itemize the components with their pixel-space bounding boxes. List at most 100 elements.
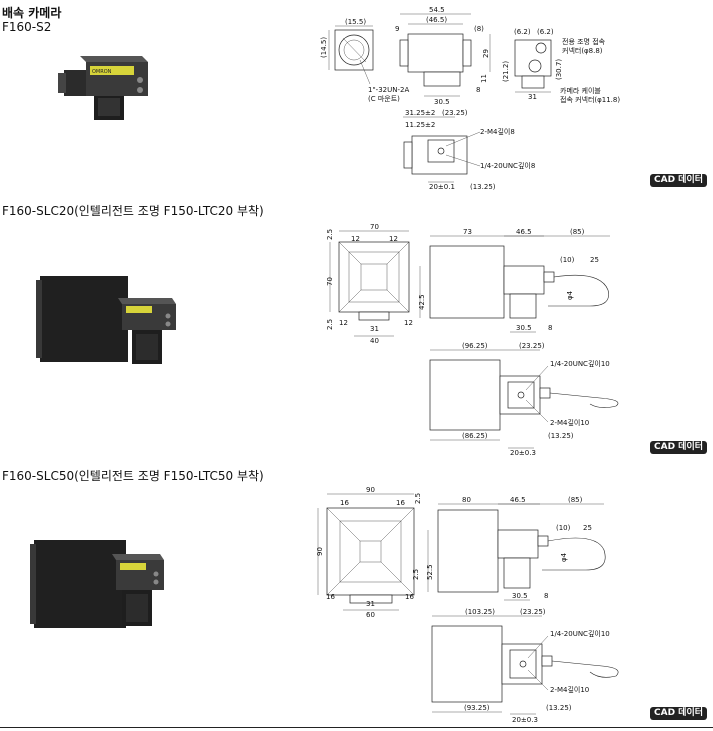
dim-text: 12 [351,235,360,243]
dim-text: 60 [366,611,375,619]
f160-slc20-front-view: 70 12 12 2.5 70 2.5 12 12 31 40 [326,223,413,345]
dim-text: (8) [474,25,484,33]
product-photo-f160-s2: OMRON [58,56,148,120]
dim-text: 54.5 [429,6,445,14]
dim-text: 16 [405,593,414,601]
dim-text: 90 [366,486,375,494]
dim-text: 30.5 [516,324,532,332]
dim-text: (23.25) [519,342,545,350]
f160-s2-front-view: (15.5) (14.5) 1"-32UN-2A (C 마운트) [320,18,409,103]
dim-text: φ4 [560,552,568,562]
dim-text: 2-M4깊이10 [550,418,589,427]
f160-s2-side-view: 54.5 (46.5) (8) 9 29 11 8 30.5 [395,6,491,106]
cad-data-button-f160-s2[interactable]: CAD 데이터 [650,174,708,187]
model-title-f160-s2: F160-S2 [2,20,52,34]
dim-text: (6.2) [537,28,554,36]
dim-text: 9 [395,25,399,33]
dim-text: (21.2) [502,61,510,82]
dim-text: 11.25±2 [405,121,435,129]
dim-text: 40 [370,337,379,345]
dim-text: (10) [556,524,571,532]
model-title-f160-slc50: F160-SLC50(인텔리전트 조명 F150-LTC50 부착) [2,469,264,483]
dim-text: (85) [570,228,585,236]
dim-text: 2.5 [326,319,334,330]
product-photo-f160-slc50 [30,540,164,628]
f160-slc50-bottom-view: (103.25) (23.25) 1/4-20UNC깊이10 2-M4깊이10 … [431,608,619,724]
dim-text: (14.5) [320,37,328,58]
dim-text: (23.25) [442,109,468,117]
dim-text: 2-M4깊이10 [550,685,589,694]
cad-data-button-f160-slc20[interactable]: CAD 데이터 [650,441,708,454]
dim-text: 12 [389,235,398,243]
f160-slc20-bottom-view: (96.25) (23.25) 1/4-20UNC깊이10 2-M4깊이10 (… [429,342,619,457]
dim-text: 커넥터(φ8.8) [562,46,603,55]
dim-text: 31 [528,93,537,101]
dim-text: 90 [316,547,324,556]
dim-text: 접속 커넥터(φ11.8) [560,95,620,104]
dim-text: 70 [326,277,334,286]
dim-text: 20±0.3 [512,716,538,724]
product-logo-text: OMRON [92,69,112,75]
dim-text: 11 [480,74,488,83]
dim-text: (30.7) [555,59,563,80]
f160-s2-bottom-view: 31.25±2 (23.25) 11.25±2 2-M4깊이8 1/4-20UN… [403,109,535,191]
dim-text: (103.25) [465,608,495,616]
dim-text: 30.5 [512,592,528,600]
dim-text: 16 [326,593,335,601]
dim-text: 16 [340,499,349,507]
dim-text: 52.5 [426,564,434,580]
dim-text: (13.25) [548,432,574,440]
dim-text: 29 [482,49,490,58]
dim-text: 42.5 [418,294,426,310]
f160-s2-rear-view: (6.2) (6.2) 전용 조명 접속 커넥터(φ8.8) (30.7) (2… [502,28,620,104]
dim-text: 31 [366,600,375,608]
dim-text: (86.25) [462,432,488,440]
dim-text: 1/4-20UNC깊이10 [550,629,610,638]
dim-text: 70 [370,223,379,231]
dim-text: 31.25±2 [405,109,435,117]
dim-text: 20±0.3 [510,449,536,457]
dim-text: 31 [370,325,379,333]
dim-text: (46.5) [426,16,447,24]
f160-slc20-side-view: 73 46.5 (85) (10) 25 42.5 φ4 30.5 8 [418,228,610,333]
dim-text: 2.5 [414,493,422,504]
dim-text: 1/4-20UNC깊이10 [550,359,610,368]
dim-text: 46.5 [516,228,532,236]
dim-text: 25 [590,256,599,264]
dim-text: (85) [568,496,583,504]
cad-data-button-f160-slc50[interactable]: CAD 데이터 [650,707,708,720]
dim-text: 73 [463,228,472,236]
dim-text: (23.25) [520,608,546,616]
bottom-divider [0,727,713,728]
dim-text: (15.5) [345,18,366,26]
dim-text: (13.25) [470,183,496,191]
dim-text: 46.5 [510,496,526,504]
dim-text: 1"-32UN-2A [368,86,409,94]
dim-text: 2.5 [412,569,420,580]
dim-text: 25 [583,524,592,532]
dim-text: (6.2) [514,28,531,36]
dim-text: 8 [548,324,552,332]
dim-text: (96.25) [462,342,488,350]
dim-text: 20±0.1 [429,183,455,191]
dim-text: 8 [544,592,548,600]
dim-text: (C 마운트) [368,94,400,103]
dim-text: 전용 조명 접속 [562,37,606,46]
dim-text: 2.5 [326,229,334,240]
f160-slc50-side-view: 80 46.5 (85) (10) 25 52.5 φ4 30.5 8 [426,496,606,601]
dim-text: 30.5 [434,98,450,106]
dim-text: 1/4-20UNC깊이8 [480,161,535,170]
product-photo-f160-slc20 [36,276,176,364]
dim-text: 2-M4깊이8 [480,127,515,136]
f160-slc50-front-view: 90 16 16 2.5 90 2.5 16 16 31 60 [316,486,422,619]
dim-text: 80 [462,496,471,504]
model-title-f160-slc20: F160-SLC20(인텔리전트 조명 F150-LTC20 부착) [2,204,264,218]
dim-text: 8 [476,86,480,94]
dim-text: 16 [396,499,405,507]
dim-text: (13.25) [546,704,572,712]
section-heading: 배속 카메라 [2,6,62,20]
dim-text: φ4 [566,290,574,300]
dim-text: (93.25) [464,704,490,712]
dim-text: 12 [339,319,348,327]
